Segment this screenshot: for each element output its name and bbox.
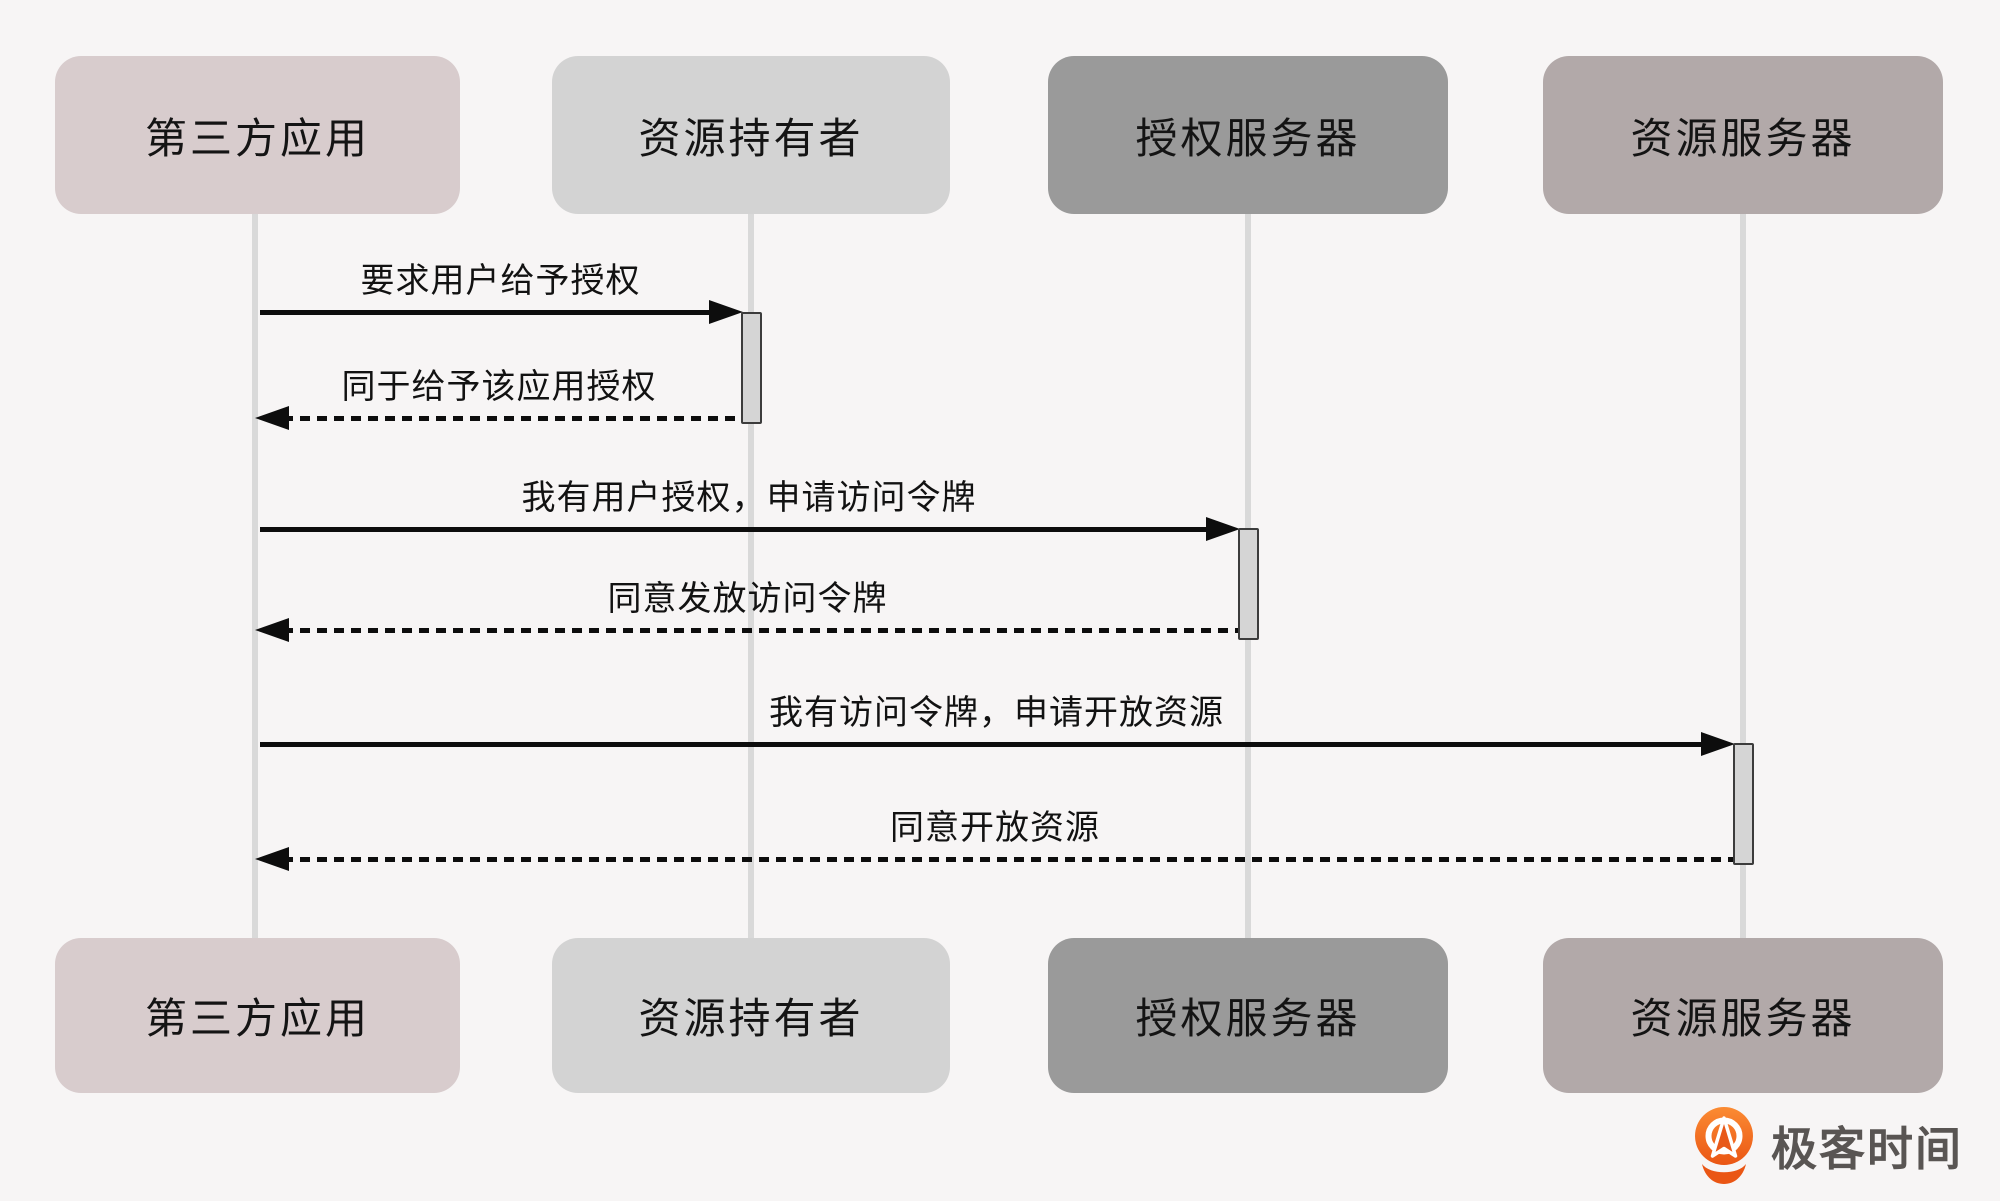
arrowhead-right-icon xyxy=(1206,517,1240,541)
message-label: 同意开放资源 xyxy=(890,809,1100,847)
message-line xyxy=(283,857,1733,862)
message-line xyxy=(260,742,1707,747)
message-line xyxy=(260,527,1212,532)
lifeline-third-party-app xyxy=(252,214,258,940)
arrowhead-left-icon xyxy=(255,618,289,642)
message-issue-access-token: 同意发放访问令牌 xyxy=(255,573,1238,642)
message-label: 同于给予该应用授权 xyxy=(341,368,657,406)
activation-resource-server xyxy=(1733,743,1754,865)
actor-resource-owner-bottom: 资源持有者 xyxy=(552,938,950,1093)
message-request-access-token: 我有用户授权，申请访问令牌 xyxy=(260,472,1240,541)
message-label: 我有访问令牌，申请开放资源 xyxy=(769,694,1224,732)
arrowhead-left-icon xyxy=(255,406,289,430)
message-label: 我有用户授权，申请访问令牌 xyxy=(521,479,977,517)
lifeline-resource-owner xyxy=(748,214,754,940)
message-line xyxy=(260,310,715,315)
message-label: 要求用户给予授权 xyxy=(360,262,641,300)
geektime-logo: 极客时间 xyxy=(1693,1106,1963,1186)
activation-auth-server xyxy=(1238,528,1259,640)
message-line xyxy=(283,416,741,421)
actor-resource-server-top: 资源服务器 xyxy=(1543,56,1943,214)
actor-third-party-app-top: 第三方应用 xyxy=(55,56,460,214)
actor-auth-server-bottom: 授权服务器 xyxy=(1048,938,1448,1093)
arrowhead-left-icon xyxy=(255,847,289,871)
arrowhead-right-icon xyxy=(709,300,743,324)
activation-resource-owner xyxy=(741,312,762,424)
actor-resource-owner-top: 资源持有者 xyxy=(552,56,950,214)
geektime-pin-icon xyxy=(1693,1106,1755,1186)
lifeline-resource-server xyxy=(1740,214,1746,940)
geektime-logo-text: 极客时间 xyxy=(1771,1123,1963,1175)
message-line xyxy=(283,628,1238,633)
message-request-open-resource: 我有访问令牌，申请开放资源 xyxy=(260,687,1735,756)
arrowhead-right-icon xyxy=(1701,732,1735,756)
message-grant-app-authorization: 同于给予该应用授权 xyxy=(255,361,741,430)
actor-third-party-app-bottom: 第三方应用 xyxy=(55,938,460,1093)
message-agree-open-resource: 同意开放资源 xyxy=(255,802,1733,871)
message-request-user-authorization: 要求用户给予授权 xyxy=(260,255,743,324)
actor-resource-server-bottom: 资源服务器 xyxy=(1543,938,1943,1093)
message-label: 同意发放访问令牌 xyxy=(607,580,888,618)
actor-auth-server-top: 授权服务器 xyxy=(1048,56,1448,214)
